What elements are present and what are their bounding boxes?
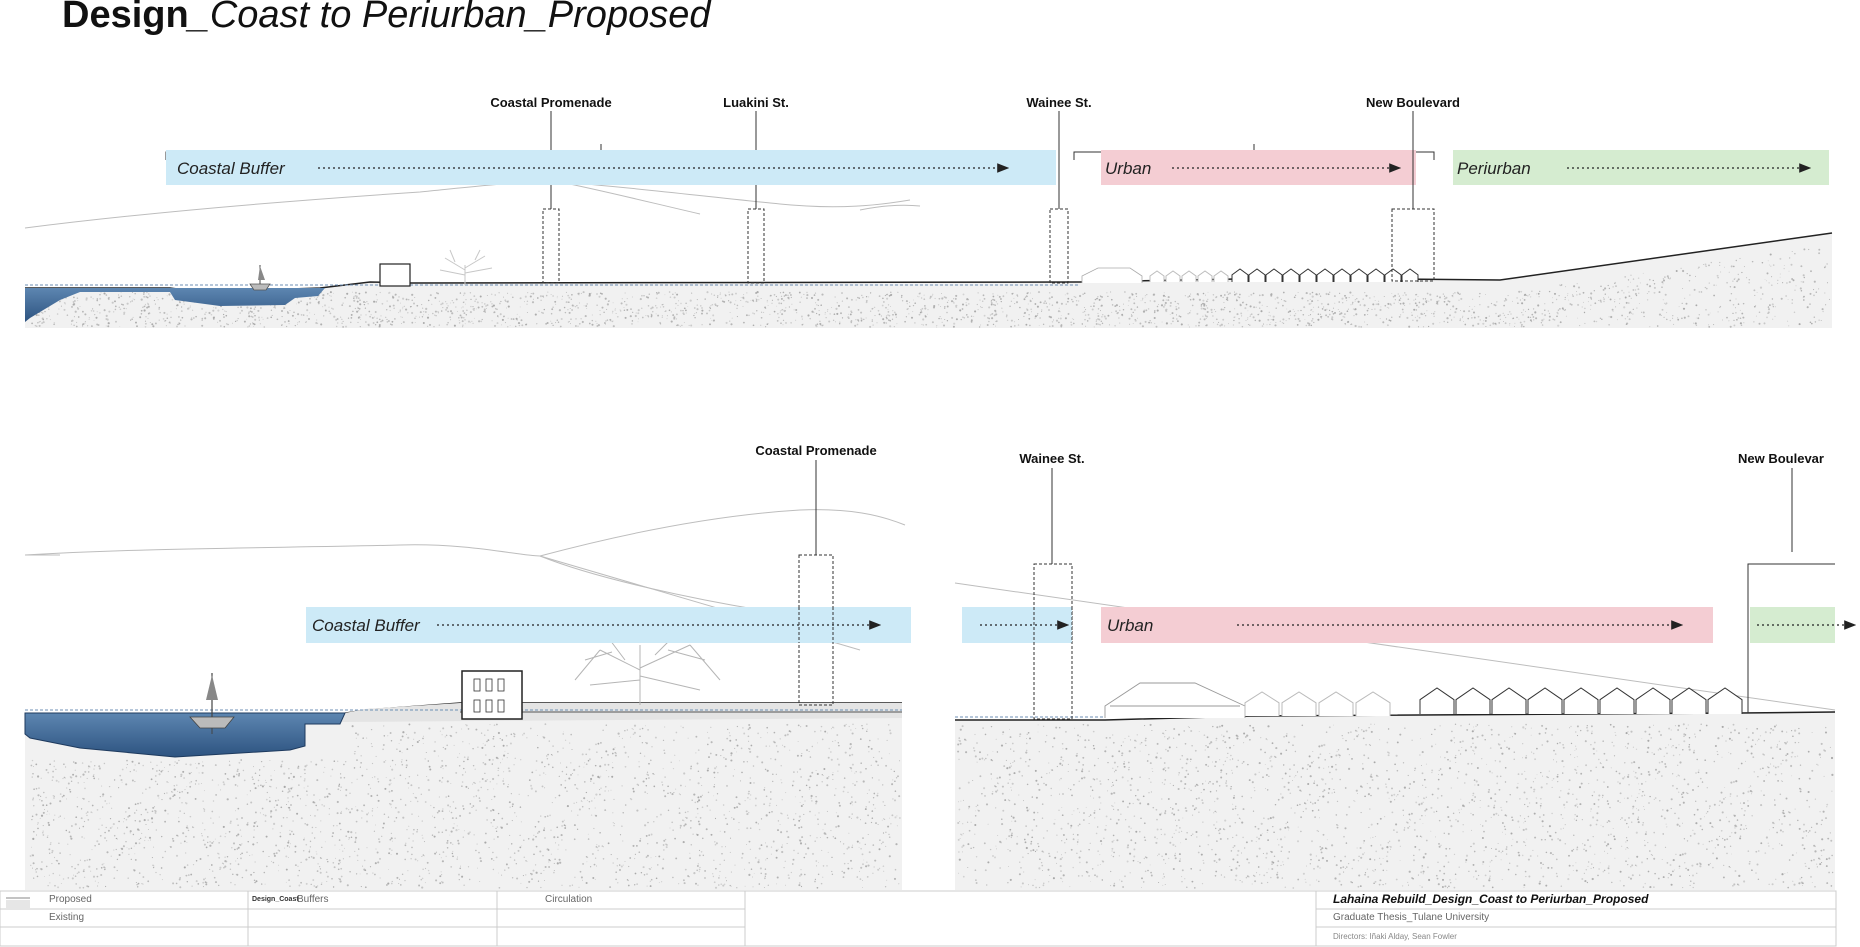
top-post-promenade (542, 208, 560, 284)
top-tree-icon (439, 249, 493, 285)
legend-thesis: Graduate Thesis_Tulane University (1333, 912, 1489, 923)
top-post-luakini (747, 208, 765, 284)
legend-existing: Existing (49, 912, 84, 923)
top-band-periurban-label: Periurban (1457, 159, 1531, 178)
legend-project-title: Lahaina Rebuild_Design_Coast to Periurba… (1333, 892, 1649, 906)
br-ground (955, 712, 1835, 890)
page-title-bold: Design (62, 0, 189, 36)
bottom-left-section: Coastal Promenade Coastal Buffer (24, 443, 911, 890)
legend-directors: Directors: Iñaki Alday, Sean Fowler (1333, 932, 1457, 941)
bl-water (24, 712, 346, 758)
page-title: Design_Coast to Periurban_Proposed (62, 0, 710, 38)
top-label-wainee: Wainee St. (1026, 95, 1091, 110)
br-label-boulevard: New Boulevar (1738, 451, 1824, 466)
top-houses (1081, 267, 1419, 283)
br-label-wainee: Wainee St. (1019, 451, 1084, 466)
bl-tree-icon (574, 639, 721, 705)
top-band-urban-label: Urban (1105, 159, 1151, 178)
bl-boat-icon (189, 673, 235, 734)
page-title-italic: _Coast to Periurban_Proposed (188, 0, 711, 36)
top-band-periurban (1453, 150, 1829, 185)
top-label-luakini: Luakini St. (723, 95, 789, 110)
top-boat-icon (249, 265, 271, 291)
top-promenade-building (379, 263, 411, 287)
top-post-boulevard (1391, 208, 1435, 282)
bl-ground-stipple (29, 723, 901, 889)
top-post-wainee (1049, 208, 1069, 284)
top-label-promenade: Coastal Promenade (490, 95, 611, 110)
top-ground (25, 233, 1832, 328)
bottom-right-section: Wainee St. New Boulevar Urban (954, 451, 1857, 890)
legend-proposed-swatch (6, 897, 30, 908)
bl-label-promenade: Coastal Promenade (755, 443, 876, 458)
br-pavilion (1104, 682, 1246, 718)
top-label-boulevard: New Boulevard (1366, 95, 1460, 110)
top-ground-stipple (29, 248, 1831, 328)
br-hill-line (954, 582, 1836, 711)
br-band-urban-label: Urban (1107, 616, 1153, 635)
bl-band-coastal-label: Coastal Buffer (312, 616, 421, 635)
top-hill-lines (24, 181, 921, 229)
legend-block: Proposed Existing Design_Coast Buffers C… (0, 890, 1837, 947)
legend-buffers-logo: Design_Coast (252, 896, 299, 903)
top-water (25, 288, 325, 322)
bl-promenade-building (461, 670, 523, 720)
top-band-coastal (166, 150, 1056, 185)
br-houses (1244, 687, 1743, 716)
top-band-coastal-label: Coastal Buffer (177, 159, 286, 178)
top-section: Coastal Promenade Luakini St. Wainee St.… (24, 95, 1833, 328)
legend-proposed: Proposed (49, 894, 92, 905)
legend-circulation: Circulation (545, 894, 592, 905)
br-post-boulevard (1747, 563, 1835, 713)
legend-buffers: Buffers (297, 894, 329, 905)
bl-hill-lines (24, 509, 906, 611)
br-ground-stipple (957, 723, 1834, 889)
